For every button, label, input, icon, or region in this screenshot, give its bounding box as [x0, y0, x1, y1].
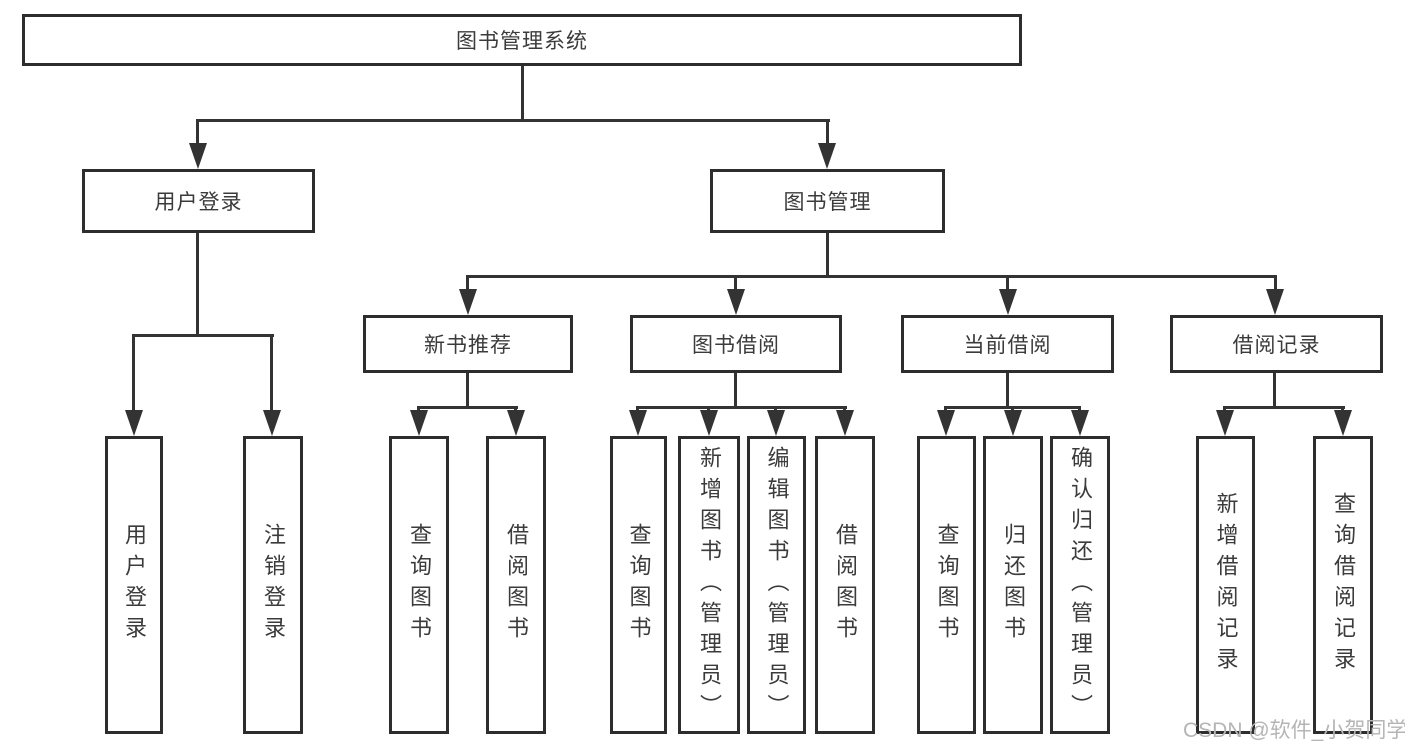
connector-arrowhead [263, 410, 281, 436]
leaf-borrow-add-admin: 新增图书（管理员） [678, 436, 740, 734]
connector-arrowhead [1266, 289, 1284, 315]
connector-arrowhead [1216, 410, 1234, 436]
connector-line [1273, 373, 1276, 409]
connector-arrowhead [700, 410, 718, 436]
leaf-current-return: 归还图书 [983, 436, 1043, 734]
leaf-current-query: 查询图书 [917, 436, 976, 734]
connector-line [466, 373, 469, 409]
connector-line [636, 406, 847, 409]
node-book-borrow: 图书借阅 [630, 315, 842, 373]
leaf-borrow-edit-admin: 编辑图书（管理员） [747, 436, 806, 734]
connector-line [132, 334, 274, 337]
leaf-logout: 注销登录 [243, 436, 303, 734]
connector-arrowhead [189, 143, 207, 169]
connector-arrowhead [459, 289, 477, 315]
connector-arrowhead [937, 410, 955, 436]
node-new-books: 新书推荐 [363, 315, 573, 373]
connector-arrowhead [818, 143, 836, 169]
connector-line [734, 373, 737, 409]
leaf-user-login: 用户登录 [105, 436, 163, 734]
leaf-borrow-borrow: 借阅图书 [815, 436, 875, 734]
connector-line [826, 122, 829, 146]
node-current-borrow: 当前借阅 [901, 315, 1114, 373]
connector-arrowhead [125, 410, 143, 436]
connector-arrowhead [1004, 410, 1022, 436]
connector-line [521, 66, 524, 121]
node-borrow-records: 借阅记录 [1170, 315, 1383, 373]
node-root: 图书管理系统 [22, 14, 1022, 66]
connector-line [826, 233, 829, 278]
connector-line [1274, 278, 1277, 292]
connector-arrowhead [999, 289, 1017, 315]
node-book-management: 图书管理 [710, 169, 945, 233]
connector-line [132, 337, 135, 413]
connector-line [734, 278, 737, 292]
connector-arrowhead [1334, 410, 1352, 436]
connector-arrowhead [1071, 410, 1089, 436]
connector-line [196, 119, 830, 122]
leaf-newbooks-borrow: 借阅图书 [486, 436, 546, 734]
connector-arrowhead [727, 289, 745, 315]
leaf-records-query: 查询借阅记录 [1313, 436, 1373, 734]
connector-line [1006, 278, 1009, 292]
leaf-newbooks-query: 查询图书 [389, 436, 449, 734]
connector-line [196, 233, 199, 336]
connector-arrowhead [836, 410, 854, 436]
connector-arrowhead [410, 410, 428, 436]
leaf-current-confirm-admin: 确认归还（管理员） [1050, 436, 1110, 734]
leaf-borrow-query: 查询图书 [610, 436, 667, 734]
connector-arrowhead [629, 410, 647, 436]
connector-line [417, 406, 518, 409]
watermark-text: CSDN @软件_小贺同学 [1183, 719, 1405, 742]
connector-arrowhead [507, 410, 525, 436]
connector-line [1006, 373, 1009, 409]
leaf-records-add: 新增借阅记录 [1196, 436, 1255, 734]
connector-line [196, 122, 199, 146]
connector-line [1223, 406, 1345, 409]
connector-arrowhead [767, 410, 785, 436]
connector-line [466, 278, 469, 292]
node-user-login: 用户登录 [82, 169, 315, 233]
connector-line [270, 337, 273, 413]
connector-line [466, 275, 1277, 278]
